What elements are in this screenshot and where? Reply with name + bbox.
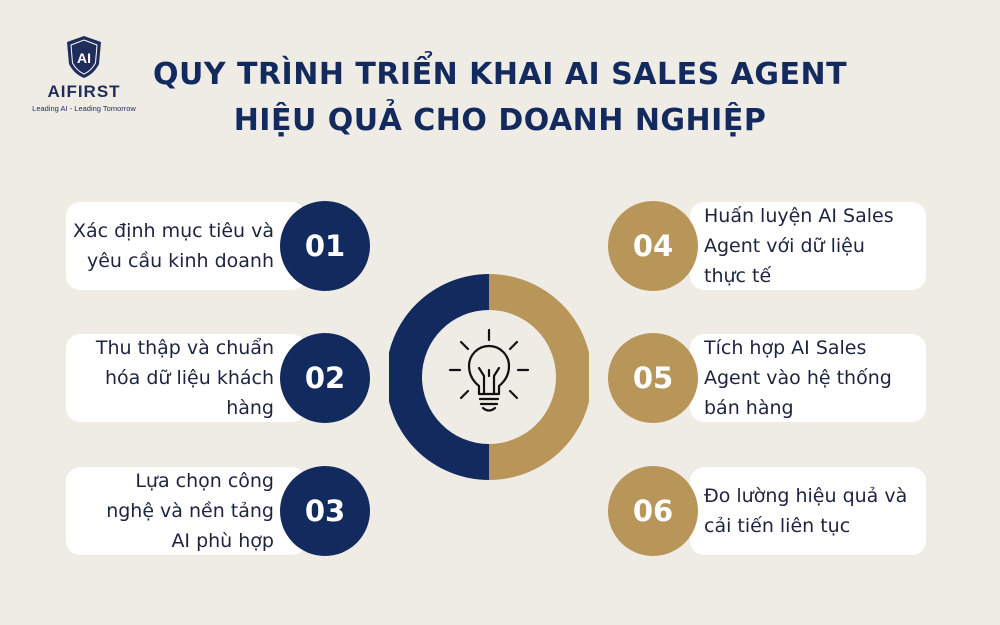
step-card-02: Thu thập và chuẩn hóa dữ liệu khách hàng xyxy=(66,334,306,422)
step-number-05: 05 xyxy=(608,333,698,423)
step-text-03: Lựa chọn công nghệ và nền tảng AI phù hợ… xyxy=(106,466,306,556)
step-card-05: Tích hợp AI Sales Agent vào hệ thống bán… xyxy=(690,334,926,422)
step-card-03: Lựa chọn công nghệ và nền tảng AI phù hợ… xyxy=(66,467,306,555)
step-03-line-1: Lựa chọn công xyxy=(135,470,274,492)
step-text-04: Huấn luyện AI Sales Agent với dữ liệu th… xyxy=(690,201,894,291)
step-02-line-2: hóa dữ liệu khách xyxy=(105,367,274,389)
step-number-01: 01 xyxy=(280,201,370,291)
step-card-01: Xác định mục tiêu và yêu cầu kinh doanh xyxy=(66,202,306,290)
donut-right-half xyxy=(489,274,589,480)
step-04-line-1: Huấn luyện AI Sales xyxy=(704,205,894,227)
logo-name: AIFIRST xyxy=(47,82,121,101)
page-title: QUY TRÌNH TRIỂN KHAI AI SALES AGENT HIỆU… xyxy=(150,52,850,144)
step-06-line-1: Đo lường hiệu quả và xyxy=(704,485,908,507)
logo-mark: AI xyxy=(77,50,91,66)
step-02-line-1: Thu thập và chuẩn xyxy=(95,337,274,359)
brand-logo: AI AIFIRST Leading AI - Leading Tomorrow xyxy=(24,34,144,113)
step-text-01: Xác định mục tiêu và yêu cầu kinh doanh xyxy=(73,216,306,276)
step-06-line-2: cải tiến liên tục xyxy=(704,515,851,537)
step-03-line-3: AI phù hợp xyxy=(171,530,274,552)
step-05-line-1: Tích hợp AI Sales xyxy=(704,337,867,359)
step-03-line-2: nghệ và nền tảng xyxy=(106,500,274,522)
step-04-line-2: Agent với dữ liệu xyxy=(704,235,865,257)
step-card-06: Đo lường hiệu quả và cải tiến liên tục xyxy=(690,467,926,555)
center-donut xyxy=(389,274,589,480)
step-05-line-2: Agent vào hệ thống xyxy=(704,367,892,389)
step-number-02: 02 xyxy=(280,333,370,423)
step-number-06: 06 xyxy=(608,466,698,556)
lightbulb-icon xyxy=(448,328,530,412)
step-text-06: Đo lường hiệu quả và cải tiến liên tục xyxy=(690,481,907,541)
logo-tagline: Leading AI - Leading Tomorrow xyxy=(32,104,136,113)
step-number-03: 03 xyxy=(280,466,370,556)
step-02-line-3: hàng xyxy=(226,397,274,419)
step-text-05: Tích hợp AI Sales Agent vào hệ thống bán… xyxy=(690,333,892,423)
shield-icon: AI xyxy=(67,36,101,78)
step-01-line-2: yêu cầu kinh doanh xyxy=(86,250,274,272)
step-text-02: Thu thập và chuẩn hóa dữ liệu khách hàng xyxy=(96,333,306,423)
title-line-2: HIỆU QUẢ CHO DOANH NGHIỆP xyxy=(233,103,767,138)
title-line-1: QUY TRÌNH TRIỂN KHAI AI SALES AGENT xyxy=(152,57,848,92)
step-card-04: Huấn luyện AI Sales Agent với dữ liệu th… xyxy=(690,202,926,290)
step-04-line-3: thực tế xyxy=(704,265,772,287)
step-number-04: 04 xyxy=(608,201,698,291)
donut-left-half xyxy=(389,274,489,480)
step-01-line-1: Xác định mục tiêu và xyxy=(72,220,274,242)
step-05-line-3: bán hàng xyxy=(704,397,794,419)
